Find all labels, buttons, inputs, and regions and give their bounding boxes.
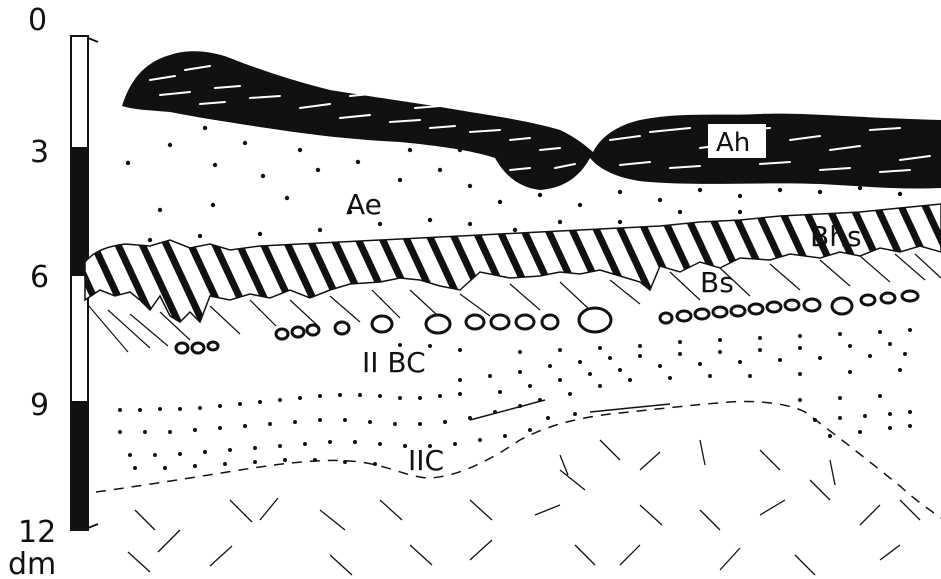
scale-tick-3: 3	[30, 135, 49, 170]
ah-band	[122, 51, 941, 190]
scale-bar-segment-2	[71, 148, 88, 275]
scale-tick-6: 6	[30, 260, 49, 295]
ah-horizon: Ah	[122, 51, 941, 190]
iic-horizon: IIC	[96, 400, 941, 575]
scale-tick-0: 0	[28, 3, 47, 38]
horizon-label-bs: Bs	[700, 266, 734, 299]
horizon-label-ae: Ae	[346, 188, 382, 221]
horizon-label-ah: Ah	[716, 128, 750, 158]
scale-bar-segment-1	[71, 36, 88, 148]
iibc-horizon: II BC	[362, 328, 912, 402]
scale-bar-segment-4	[71, 402, 88, 530]
stone-line	[176, 291, 918, 353]
sand-layers	[118, 392, 912, 470]
scale-tick-12: 12	[18, 515, 56, 550]
horizon-label-iic: IIC	[408, 444, 444, 477]
horizon-label-bhs: Bhs	[810, 220, 862, 253]
horizon-label-iibc: II BC	[362, 346, 426, 379]
scale-unit: dm	[8, 547, 56, 579]
scale-tick-9: 9	[30, 388, 49, 423]
